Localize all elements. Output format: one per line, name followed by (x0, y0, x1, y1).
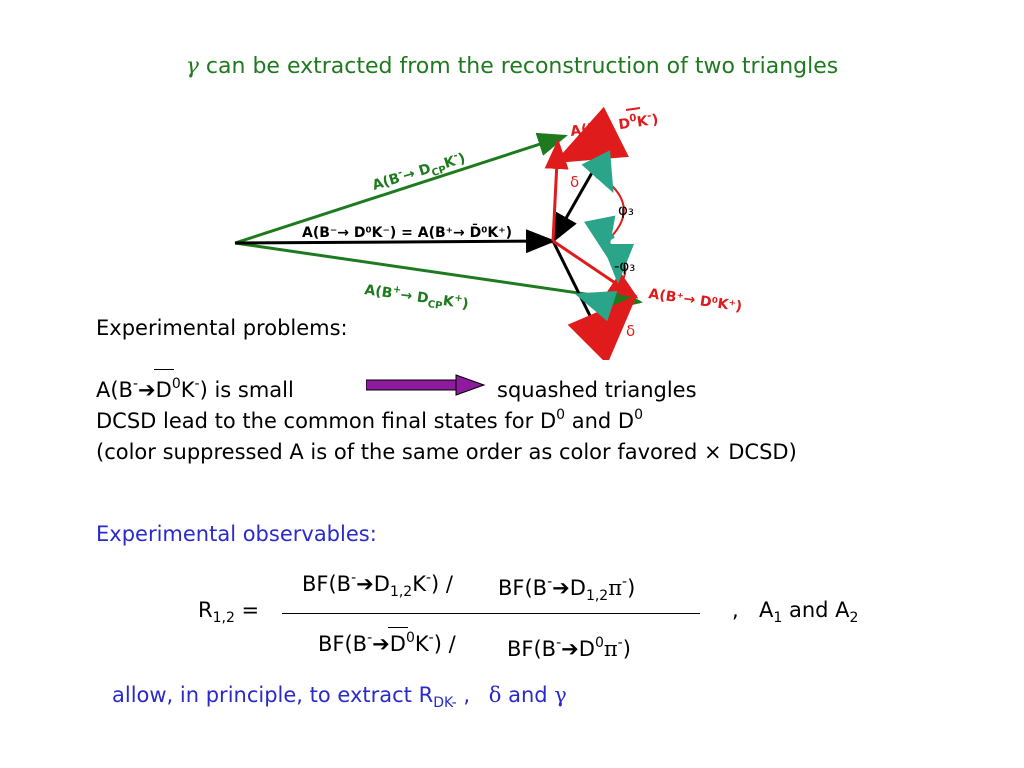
minus-phi3-label: -φ₃ (614, 257, 635, 275)
problems-line-1: A(B-➔D0K-) is small (96, 369, 294, 402)
allow-line: allow, in principle, to extract RDK- , δ… (112, 683, 567, 711)
teal-arrow-4 (574, 290, 618, 322)
phi3-label: φ₃ (618, 201, 634, 219)
label-bottom-red: A(B⁺→ D⁰K⁺) (647, 286, 743, 315)
r12-label: R1,2 = (198, 598, 260, 626)
delta-arc-top (553, 106, 629, 164)
teal-arrow-3 (601, 243, 634, 284)
denominator-1: BF(B-➔D0K-) / (318, 627, 456, 656)
gamma-symbol-bottom: γ (554, 683, 567, 707)
gamma-symbol: γ (185, 54, 199, 79)
label-green-top: A(B-→ DCPK-) (370, 148, 468, 196)
problems-line-2: DCSD lead to the common final states for… (96, 407, 643, 433)
label-green-bottom: A(B+→ DCPK+) (363, 280, 470, 315)
teal-arrow-1 (581, 150, 614, 194)
implication-arrow (366, 374, 486, 396)
numerator-1: BF(B-➔D1,2K-) / (302, 570, 454, 600)
observables-heading: Experimental observables: (96, 522, 377, 546)
black-diagonal-vector (551, 149, 607, 244)
problems-heading: Experimental problems: (96, 316, 348, 340)
fraction-bar (282, 613, 700, 614)
black-base-vector (234, 229, 556, 254)
a-terms: A1 and A2 (759, 598, 859, 626)
triangle-diagram: A(B-→ D0K-) A(B-→ DCPK-) A(B⁻→ D⁰K⁻) = A… (234, 106, 743, 360)
label-top-dbar (625, 107, 641, 111)
delta-top-label: δ (570, 173, 579, 191)
label-middle: A(B⁻→ D⁰K⁻) = A(B⁺→ D̄⁰K⁺) (302, 222, 512, 241)
slide-title: γ can be extracted from the reconstructi… (0, 54, 1024, 79)
problems-line-3: (color suppressed A is of the same order… (96, 440, 797, 464)
green-vector-bottom (234, 241, 643, 310)
label-top-red: A(B-→ D0K-) (569, 110, 659, 140)
title-text: can be extracted from the reconstruction… (198, 54, 839, 79)
delta-symbol: δ (488, 683, 502, 707)
delta-bottom-label: δ (626, 322, 635, 340)
delta-arc-bottom (567, 295, 637, 360)
green-vector-top (234, 132, 568, 245)
red-vector-top (544, 139, 569, 242)
squashed-triangles-text: squashed triangles (497, 378, 697, 402)
comma-separator: , (732, 598, 739, 622)
numerator-2: BF(B-➔D1,2π-) (498, 574, 636, 604)
denominator-2: BF(B-➔D0π-) (507, 635, 631, 661)
red-vector-bottom (552, 239, 639, 299)
